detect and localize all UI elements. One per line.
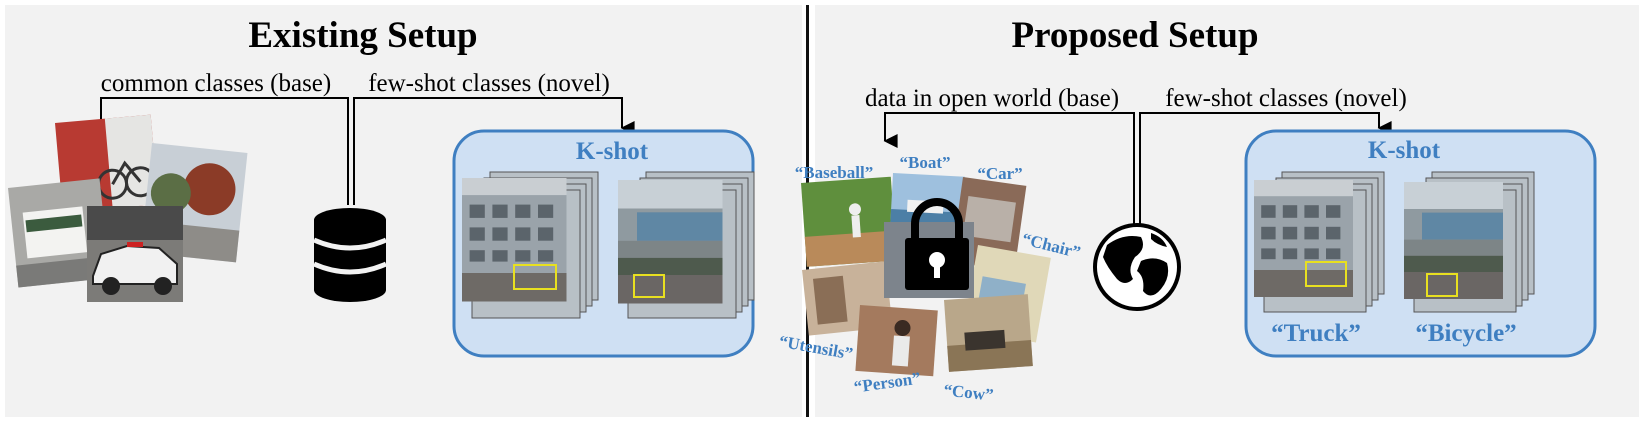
class-label-boat: “Boat”	[900, 153, 951, 172]
photo-cow	[944, 294, 1033, 372]
existing-setup-title: Existing Setup	[248, 15, 477, 56]
left-kshot-stack-truck	[462, 171, 599, 319]
globe-icon	[1093, 223, 1181, 311]
class-label-person: “Person”	[853, 368, 922, 396]
left-kshot-stack-bicycle	[618, 171, 755, 319]
right-novel-arrow	[1139, 112, 1392, 225]
right-base-label: data in open world (base)	[865, 85, 1119, 112]
class-label-cow: “Cow”	[943, 380, 995, 404]
right-kshot-box: K-shot “Truck” “Bicycle”	[1244, 129, 1597, 358]
right-kshot-stack-truck	[1254, 171, 1385, 313]
class-label-car: “Car”	[977, 164, 1022, 183]
base-image-collage	[8, 114, 248, 302]
class-label-baseball: “Baseball”	[795, 163, 873, 182]
database-icon	[312, 208, 388, 302]
left-novel-arrow	[353, 97, 635, 205]
right-kshot-stack-bicycle	[1404, 171, 1535, 313]
left-kshot-box: K-shot	[452, 129, 755, 358]
open-world-collage	[801, 173, 1051, 377]
proposed-setup-title: Proposed Setup	[1011, 15, 1258, 56]
left-base-arrow	[99, 97, 349, 205]
left-kshot-label: K-shot	[576, 138, 649, 165]
left-novel-label: few-shot classes (novel)	[368, 70, 610, 97]
left-base-label: common classes (base)	[101, 70, 331, 97]
photo-bus	[8, 178, 110, 288]
right-base-arrow	[883, 112, 1135, 225]
lock-icon	[905, 198, 969, 290]
photo-baseball	[801, 176, 897, 267]
right-kshot-label: K-shot	[1368, 137, 1441, 164]
class-label-utensils: “Utensils”	[778, 332, 855, 364]
novel-class-truck: “Truck”	[1271, 320, 1361, 347]
right-novel-label: few-shot classes (novel)	[1165, 85, 1407, 112]
photo-police-car	[87, 206, 183, 302]
novel-class-bicycle: “Bicycle”	[1415, 320, 1516, 347]
photo-person	[855, 305, 938, 377]
